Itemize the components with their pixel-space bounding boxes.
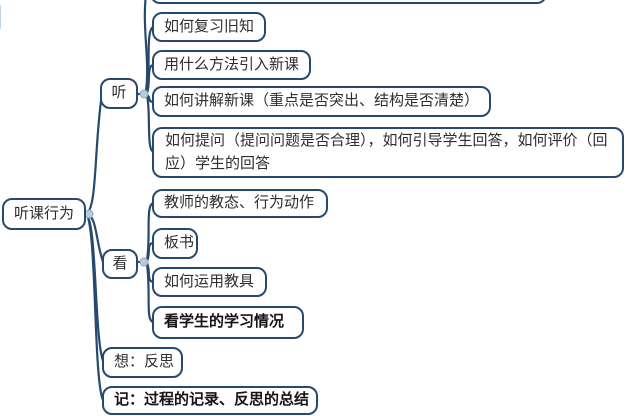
edge-watch-child4 [145,262,156,324]
node-review-old-knowledge[interactable]: 如何复习旧知 [152,12,266,42]
node-lesson-intro-method[interactable]: 用什么方法引入新课 [152,50,311,80]
clipped-node-left [0,3,1,31]
collapse-handle-root[interactable] [84,209,94,219]
edge-root-listen [83,99,103,216]
branch-listen[interactable]: 听 [100,78,138,109]
node-explain-new-lesson[interactable]: 如何讲解新课（重点是否突出、结构是否清楚） [152,86,491,117]
node-teacher-demeanor[interactable]: 教师的教态、行为动作 [152,189,328,218]
node-teaching-aids[interactable]: 如何运用教具 [152,267,267,297]
clipped-node-top[interactable] [150,0,547,4]
edge-root-record [83,212,105,402]
node-questioning-guidance[interactable]: 如何提问（提问问题是否合理），如何引导学生回答，如何评价（回应）学生的回答 [152,127,624,178]
collapse-handle-listen[interactable] [139,89,149,99]
branch-record[interactable]: 记：过程的记录、反思的总结 [102,386,318,415]
root-node[interactable]: 听课行为 [2,198,86,230]
node-student-learning[interactable]: 看学生的学习情况 [152,306,304,339]
node-blackboard-writing[interactable]: 板书 [152,228,198,259]
branch-watch[interactable]: 看 [102,249,138,279]
edge-listen-clipped [143,0,149,93]
branch-think[interactable]: 想：反思 [102,347,183,378]
collapse-handle-watch[interactable] [139,257,149,267]
